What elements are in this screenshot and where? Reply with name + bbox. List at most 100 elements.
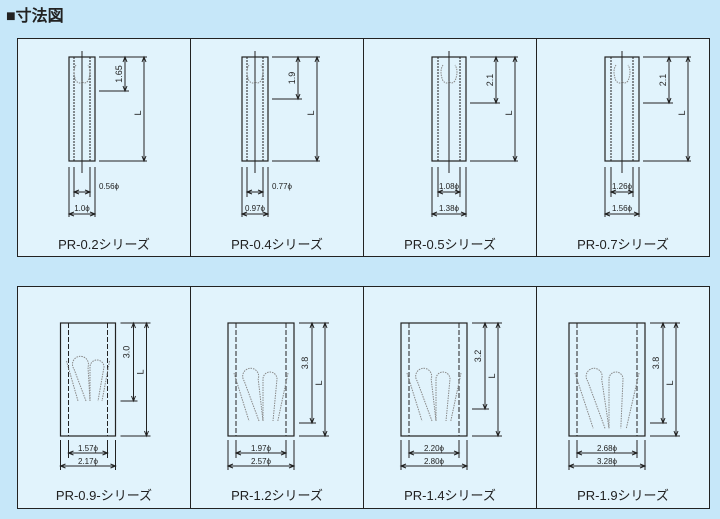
arrowhead bbox=[141, 55, 147, 163]
arrowhead bbox=[436, 189, 462, 195]
dimension-value: 0.56ϕ bbox=[99, 182, 120, 191]
arrowhead bbox=[575, 450, 639, 456]
contact-spring bbox=[66, 355, 110, 402]
series-label: PR-1.9シリーズ bbox=[577, 488, 669, 503]
dimension-value: 2.1 bbox=[485, 74, 495, 87]
arrowhead bbox=[72, 189, 92, 195]
dimension-value: 1.26ϕ bbox=[612, 182, 633, 191]
series-label: PR-0.7シリーズ bbox=[577, 237, 669, 252]
dimension-value: 3.8 bbox=[300, 357, 310, 370]
arrowhead bbox=[407, 450, 461, 456]
dimension-value: 1.56ϕ bbox=[612, 204, 633, 213]
arrowhead bbox=[660, 321, 666, 425]
dimension-value: 2.1 bbox=[658, 74, 668, 87]
dimension-drawing: 2.1L 1.26ϕ 1.56ϕ bbox=[603, 51, 691, 217]
dimension-value: L bbox=[677, 110, 687, 115]
dimension-value: L bbox=[136, 369, 146, 374]
arrowhead bbox=[122, 55, 128, 93]
arrowhead bbox=[430, 211, 468, 217]
pin-body bbox=[227, 322, 295, 437]
dimension-value: 1.65 bbox=[114, 65, 124, 83]
dimension-value: 1.38ϕ bbox=[439, 204, 460, 213]
dimension-value: L bbox=[306, 110, 316, 115]
arrowhead bbox=[609, 189, 635, 195]
dimension-drawing: 3.8L 1.97ϕ 2.57ϕ bbox=[226, 321, 329, 470]
dimension-drawing: 3.0L 1.57ϕ 2.17ϕ bbox=[59, 321, 151, 470]
arrowhead bbox=[666, 55, 672, 105]
dimension-drawing: 3.8L 2.68ϕ 3.28ϕ bbox=[567, 321, 680, 470]
arrowhead bbox=[495, 321, 501, 438]
series-label: PR-1.4シリーズ bbox=[404, 488, 496, 503]
dimension-value: 2.57ϕ bbox=[251, 457, 272, 466]
dimension-drawing: 1.9L 0.77ϕ 0.97ϕ bbox=[240, 51, 320, 217]
dimension-value: 1.9 bbox=[287, 72, 297, 85]
arrowhead bbox=[493, 55, 499, 105]
dimension-value: 3.2 bbox=[473, 350, 483, 363]
dimension-value: 2.17ϕ bbox=[78, 457, 99, 466]
contact-spring bbox=[233, 367, 289, 422]
arrowhead bbox=[240, 211, 270, 217]
dimension-value: 1.97ϕ bbox=[251, 444, 272, 453]
contact-spring bbox=[613, 64, 631, 84]
dimension-value: L bbox=[133, 110, 143, 115]
dimension-drawing: 3.2L 2.20ϕ 2.80ϕ bbox=[399, 321, 502, 470]
contact-spring bbox=[73, 64, 91, 84]
dimension-value: 2.80ϕ bbox=[424, 457, 445, 466]
dimension-value: L bbox=[665, 380, 675, 385]
arrowhead bbox=[67, 211, 97, 217]
dimension-value: L bbox=[314, 380, 324, 385]
pin-body bbox=[59, 322, 117, 437]
series-label: PR-0.5シリーズ bbox=[404, 237, 496, 252]
arrowhead bbox=[685, 55, 691, 163]
contact-spring bbox=[406, 367, 462, 422]
arrowhead bbox=[131, 321, 136, 403]
dimension-value: 1.08ϕ bbox=[439, 182, 460, 191]
series-label: PR-1.2シリーズ bbox=[231, 488, 323, 503]
dimension-value: 3.0 bbox=[122, 346, 132, 359]
dimension-value: 2.68ϕ bbox=[597, 444, 618, 453]
series-label: PR-0.9-シリーズ bbox=[55, 488, 153, 503]
contact-spring bbox=[440, 64, 458, 84]
pin-body bbox=[400, 322, 468, 437]
arrowhead bbox=[399, 463, 469, 469]
dimension-value: 3.28ϕ bbox=[597, 457, 618, 466]
arrowhead bbox=[67, 450, 109, 456]
arrowhead bbox=[603, 211, 641, 217]
arrowhead bbox=[226, 463, 296, 469]
dimension-value: 3.8 bbox=[651, 357, 661, 370]
contact-spring bbox=[574, 367, 640, 429]
dimension-drawing: 1.65L 0.56ϕ 1.0ϕ bbox=[67, 51, 147, 217]
arrowhead bbox=[567, 463, 647, 469]
arrowhead bbox=[673, 321, 679, 438]
arrowhead bbox=[314, 55, 320, 163]
dimension-value: 2.20ϕ bbox=[424, 444, 445, 453]
arrowhead bbox=[245, 189, 265, 195]
dimension-value: 1.0ϕ bbox=[74, 204, 90, 213]
dimension-value: 0.77ϕ bbox=[272, 182, 293, 191]
arrowhead bbox=[59, 463, 117, 469]
arrowhead bbox=[309, 321, 315, 425]
dimension-drawing: 2.1L 1.08ϕ 1.38ϕ bbox=[430, 51, 518, 217]
page-title: ■寸法図 bbox=[6, 8, 64, 25]
series-label: PR-0.4シリーズ bbox=[231, 237, 323, 252]
dimension-value: L bbox=[504, 110, 514, 115]
arrowhead bbox=[144, 321, 149, 438]
dimension-value: L bbox=[487, 373, 497, 378]
dimension-value: 1.57ϕ bbox=[78, 444, 99, 453]
pin-body bbox=[568, 322, 646, 437]
arrowhead bbox=[295, 55, 301, 101]
arrowhead bbox=[512, 55, 518, 163]
contact-spring bbox=[246, 64, 264, 84]
arrowhead bbox=[234, 450, 288, 456]
dimension-value: 0.97ϕ bbox=[245, 204, 266, 213]
